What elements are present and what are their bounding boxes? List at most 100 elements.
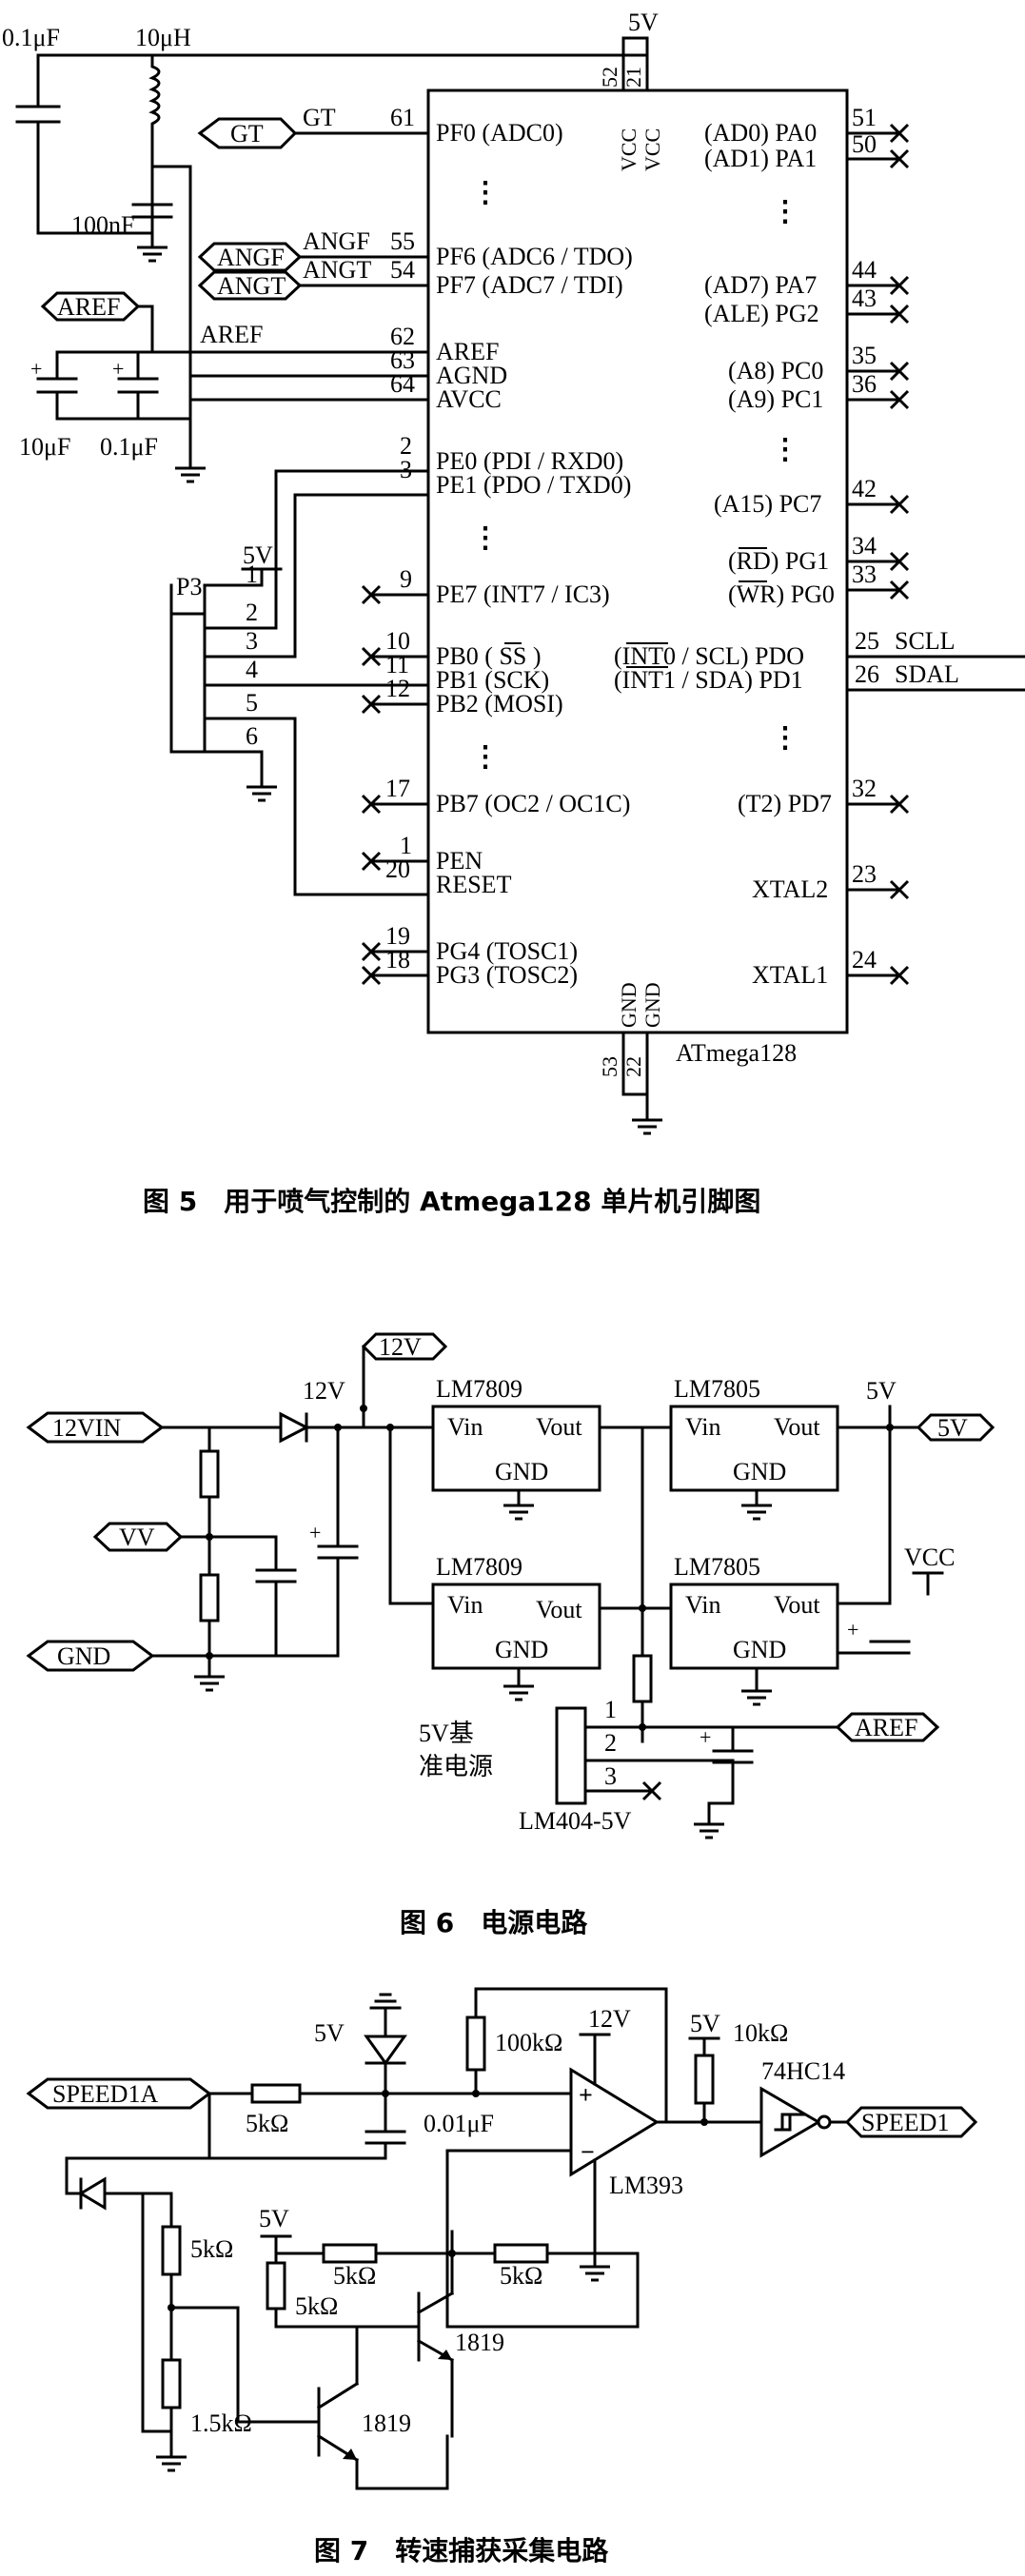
pin-num: 36 — [852, 370, 877, 398]
svg-text:+: + — [30, 357, 42, 381]
fig6-caption: 图 6 电源电路 — [400, 1907, 588, 1938]
svg-text:⋮: ⋮ — [771, 196, 799, 227]
reg-vout: Vout — [536, 1596, 582, 1623]
pin-name: PB1 (SCK) — [436, 666, 549, 694]
gnd-symbol-b — [173, 466, 207, 483]
v5-a-label: 5V — [314, 2019, 345, 2047]
reg-vin: Vin — [685, 1413, 720, 1441]
pin-num-22: 22 — [621, 1056, 645, 1077]
tag-vv-text: VV — [119, 1524, 155, 1551]
pin-num-53: 53 — [598, 1056, 621, 1077]
pin-name: PE1 (PDO / TXD0) — [436, 471, 631, 499]
pin-num: 23 — [852, 860, 877, 888]
pin-name: (WR) PG0 — [728, 580, 835, 608]
ref-desc-1: 5V基 — [419, 1720, 474, 1747]
pin-name: (A8) PC0 — [728, 357, 823, 384]
pin-num: 10 — [385, 627, 410, 655]
pin-name: PG4 (TOSC1) — [436, 937, 578, 965]
figure-5: ATmega128 5V 52 21 VCC VCC 0.1μF 10μH 10… — [2, 9, 1025, 1217]
resistor-icon — [694, 2054, 715, 2105]
r-fb-label: 100kΩ — [495, 2029, 562, 2056]
supply-5v-label: 5V — [628, 9, 659, 36]
inverter-label: 74HC14 — [761, 2057, 845, 2085]
tag-12vin-text: 12VIN — [52, 1414, 121, 1442]
pin-num: 44 — [852, 256, 877, 284]
r-in-label: 5kΩ — [246, 2110, 288, 2137]
pin-num: 50 — [852, 130, 877, 158]
svg-text:+: + — [309, 1521, 321, 1544]
tag-12v — [361, 1332, 448, 1361]
resistor-icon — [493, 2243, 549, 2264]
p3-pin-6: 6 — [246, 722, 258, 750]
resistor-icon — [322, 2243, 378, 2264]
tag-speed1-text: SPEED1 — [861, 2109, 949, 2136]
tag-gnd-text: GND — [57, 1642, 110, 1670]
chip-right-pins: (AD0) PA0 51 (AD1) PA1 50 ⋮ (AD7) PA7 44… — [614, 104, 879, 989]
net-gt: GT — [303, 104, 336, 131]
pin-num: 19 — [385, 922, 410, 950]
comparator-lm393 — [569, 2067, 660, 2177]
svg-text:⋮: ⋮ — [771, 722, 799, 754]
pin-num: 1 — [400, 832, 412, 859]
reg-c-label: LM7809 — [436, 1553, 522, 1581]
pin-num: 34 — [852, 532, 877, 560]
tag-speed1 — [844, 2106, 978, 2138]
pin-num: 12 — [385, 675, 410, 702]
tag-aref-6 — [835, 1712, 940, 1742]
cap2-label: 100nF — [71, 211, 134, 239]
pin-num: 25 — [855, 627, 879, 655]
reg-vout: Vout — [774, 1413, 820, 1441]
svg-text:+: + — [700, 1725, 711, 1749]
diode-icon — [279, 1411, 310, 1444]
pin-vcc-21: VCC — [641, 128, 664, 171]
v12-label: 12V — [588, 2005, 631, 2033]
pin-name: (AD7) PA7 — [704, 271, 817, 299]
pin-name: (ALE) PG2 — [704, 300, 819, 327]
p3-5v-label: 5V — [243, 541, 273, 569]
tag-angf-text: ANGF — [217, 244, 285, 271]
ref-desc-2: 准电源 — [419, 1753, 493, 1780]
pin-name: XTAL2 — [752, 875, 828, 903]
node-5v-label: 5V — [866, 1377, 897, 1405]
atmega128-chip — [426, 88, 849, 1034]
regulator-lm7809-c — [431, 1583, 601, 1670]
chip-left-pins: 61 PF0 (ADC0) ⋮ 55 PF6 (ADC6 / TDO) 54 P… — [385, 104, 633, 989]
p3-label: P3 — [176, 573, 202, 600]
pin-name: (A9) PC1 — [728, 385, 823, 413]
pin-name: AVCC — [436, 385, 502, 413]
regulator-lm7805-b — [669, 1405, 839, 1492]
pin-num: 63 — [390, 346, 415, 374]
inductor-label: 10μH — [135, 24, 191, 51]
reg-vout: Vout — [536, 1413, 582, 1441]
reg-d-label: LM7805 — [674, 1553, 760, 1581]
r-c-label: 5kΩ — [500, 2262, 542, 2290]
pin-name: PB0 ( SS ) — [436, 642, 542, 670]
pin-name: PE0 (PDI / RXD0) — [436, 447, 623, 475]
net-scll: SCLL — [895, 627, 956, 655]
pin-vcc-52: VCC — [617, 128, 641, 171]
left-no-connect-marks — [361, 584, 430, 986]
q2-label: 1819 — [455, 2329, 504, 2356]
reg-b-label: LM7805 — [674, 1375, 760, 1403]
pin-name: (AD1) PA1 — [704, 145, 817, 172]
pin-num: 20 — [385, 855, 410, 883]
pin-num: 26 — [855, 660, 879, 688]
zener-icon — [364, 2035, 407, 2066]
reg-vout: Vout — [774, 1591, 820, 1619]
resistor-icon — [199, 1573, 220, 1622]
r-b1-label: 5kΩ — [295, 2292, 338, 2320]
p3-pin-4: 4 — [246, 656, 258, 683]
pin-name: (INT0 / SCL) PDO — [614, 642, 804, 670]
cap4-label: 0.1μF — [100, 433, 158, 461]
pin-name: AREF — [436, 338, 499, 365]
tag-aref-6-text: AREF — [855, 1714, 917, 1741]
net-angt: ANGT — [303, 256, 371, 284]
reg-gnd: GND — [495, 1636, 548, 1663]
pin-name: (INT1 / SDA) PD1 — [614, 666, 803, 694]
r-b2-label: 5kΩ — [333, 2262, 376, 2290]
reg-a-label: LM7809 — [436, 1375, 522, 1403]
pin-num: 18 — [385, 946, 410, 973]
pin-num: 35 — [852, 342, 877, 369]
svg-text:+: + — [579, 2081, 593, 2109]
